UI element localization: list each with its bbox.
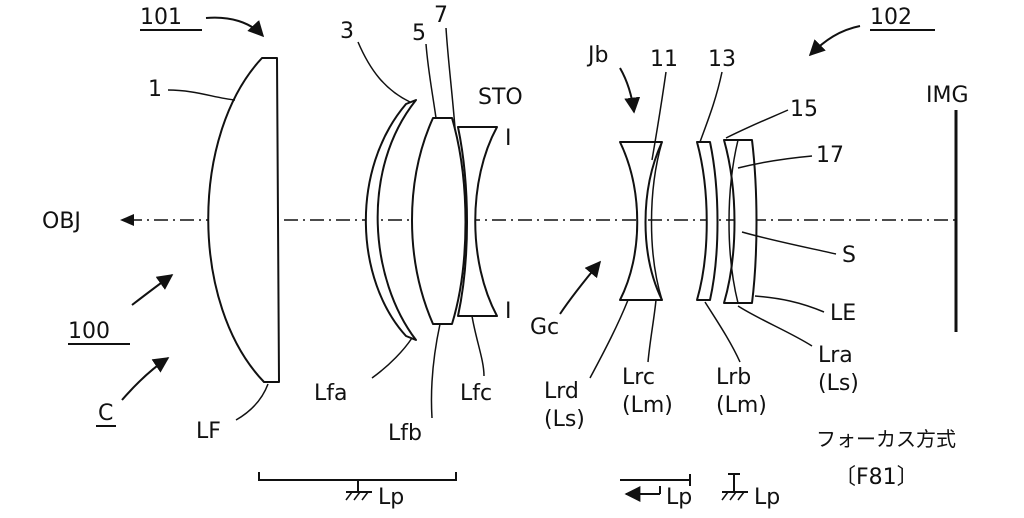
lens-Lrb: [696, 141, 719, 301]
ref-C-arrow: [121, 357, 170, 401]
num-7: 7: [434, 3, 448, 28]
label-Lra-sub: (Ls): [818, 371, 859, 396]
label-S: S: [842, 243, 856, 268]
lens-LE: [723, 139, 758, 304]
leader-Lrc: [647, 299, 657, 363]
leader-11: [651, 71, 667, 161]
leader-Lrb: [704, 301, 741, 363]
focus-method-label: フォーカス方式: [816, 427, 956, 451]
label-Lrd: Lrd: [544, 379, 579, 404]
label-LE: LE: [830, 301, 856, 326]
gc-arrow: [559, 260, 602, 315]
leader-Lfa: [371, 337, 413, 379]
leader-LE: [754, 295, 825, 313]
leader-Lfb: [430, 323, 441, 419]
leader-5: [425, 43, 437, 119]
leader-7: [445, 27, 456, 129]
label-Jb: Jb: [586, 43, 608, 68]
obj-arrowhead: [120, 214, 134, 226]
num-17: 17: [816, 143, 844, 168]
ground-hatch-1: [345, 491, 369, 501]
label-Lrc: Lrc: [622, 365, 655, 390]
leader-13: [699, 71, 723, 143]
label-Lrd-sub: (Ls): [544, 407, 585, 432]
lens-LF: [207, 57, 280, 383]
label-LF: LF: [196, 419, 221, 444]
lens-Lfa: [364, 99, 417, 341]
lp-label-3: Lp: [754, 485, 780, 510]
num-13: 13: [708, 47, 736, 72]
label-Lfb: Lfb: [388, 421, 422, 446]
lens-Lrc-interface: [650, 141, 663, 301]
lens-LE-interface: [728, 139, 739, 304]
num-11: 11: [650, 47, 678, 72]
focus-code-label: 〔F81〕: [834, 465, 919, 490]
label-Lfc: Lfc: [460, 381, 492, 406]
lens-Lfb: [411, 117, 467, 325]
obj-label: OBJ: [42, 209, 81, 234]
leader-3: [357, 41, 411, 103]
label-Lfa: Lfa: [314, 381, 347, 406]
ref-101: 101: [140, 5, 182, 30]
label-Lrc-sub: (Lm): [622, 393, 673, 418]
leader-17: [737, 155, 813, 169]
num-1: 1: [148, 77, 162, 102]
label-Lrb-sub: (Lm): [716, 393, 767, 418]
ref-100-arrow: [131, 274, 174, 306]
leader-Lrd: [589, 299, 629, 379]
jb-arrow: [619, 67, 641, 114]
label-Lrb: Lrb: [716, 365, 751, 390]
num-5: 5: [412, 21, 426, 46]
label-Lra: Lra: [818, 343, 853, 368]
ref-102-arrow: [808, 25, 861, 57]
leader-Lfc: [471, 315, 485, 377]
ref-102: 102: [870, 5, 912, 30]
sto-bottom-mark: I: [505, 299, 512, 324]
lp-label-2: Lp: [666, 485, 692, 510]
ref-101-arrow: [205, 16, 265, 38]
lens-Lfc: [457, 126, 498, 317]
sto-top-mark: I: [505, 126, 512, 151]
lp-label-1: Lp: [378, 485, 404, 510]
label-Gc: Gc: [530, 315, 559, 340]
num-3: 3: [340, 19, 354, 44]
leader-1: [167, 89, 236, 101]
fixed-bracket-front: [258, 472, 457, 481]
num-15: 15: [790, 97, 818, 122]
sto-label: STO: [478, 85, 523, 110]
leader-S: [741, 231, 837, 255]
leader-LF: [235, 383, 269, 421]
leader-Lra: [737, 305, 813, 347]
leader-15: [725, 109, 789, 139]
ground-hatch-3: [721, 491, 745, 501]
img-label: IMG: [926, 83, 969, 108]
ref-C: C: [98, 401, 113, 426]
ref-100: 100: [68, 319, 110, 344]
